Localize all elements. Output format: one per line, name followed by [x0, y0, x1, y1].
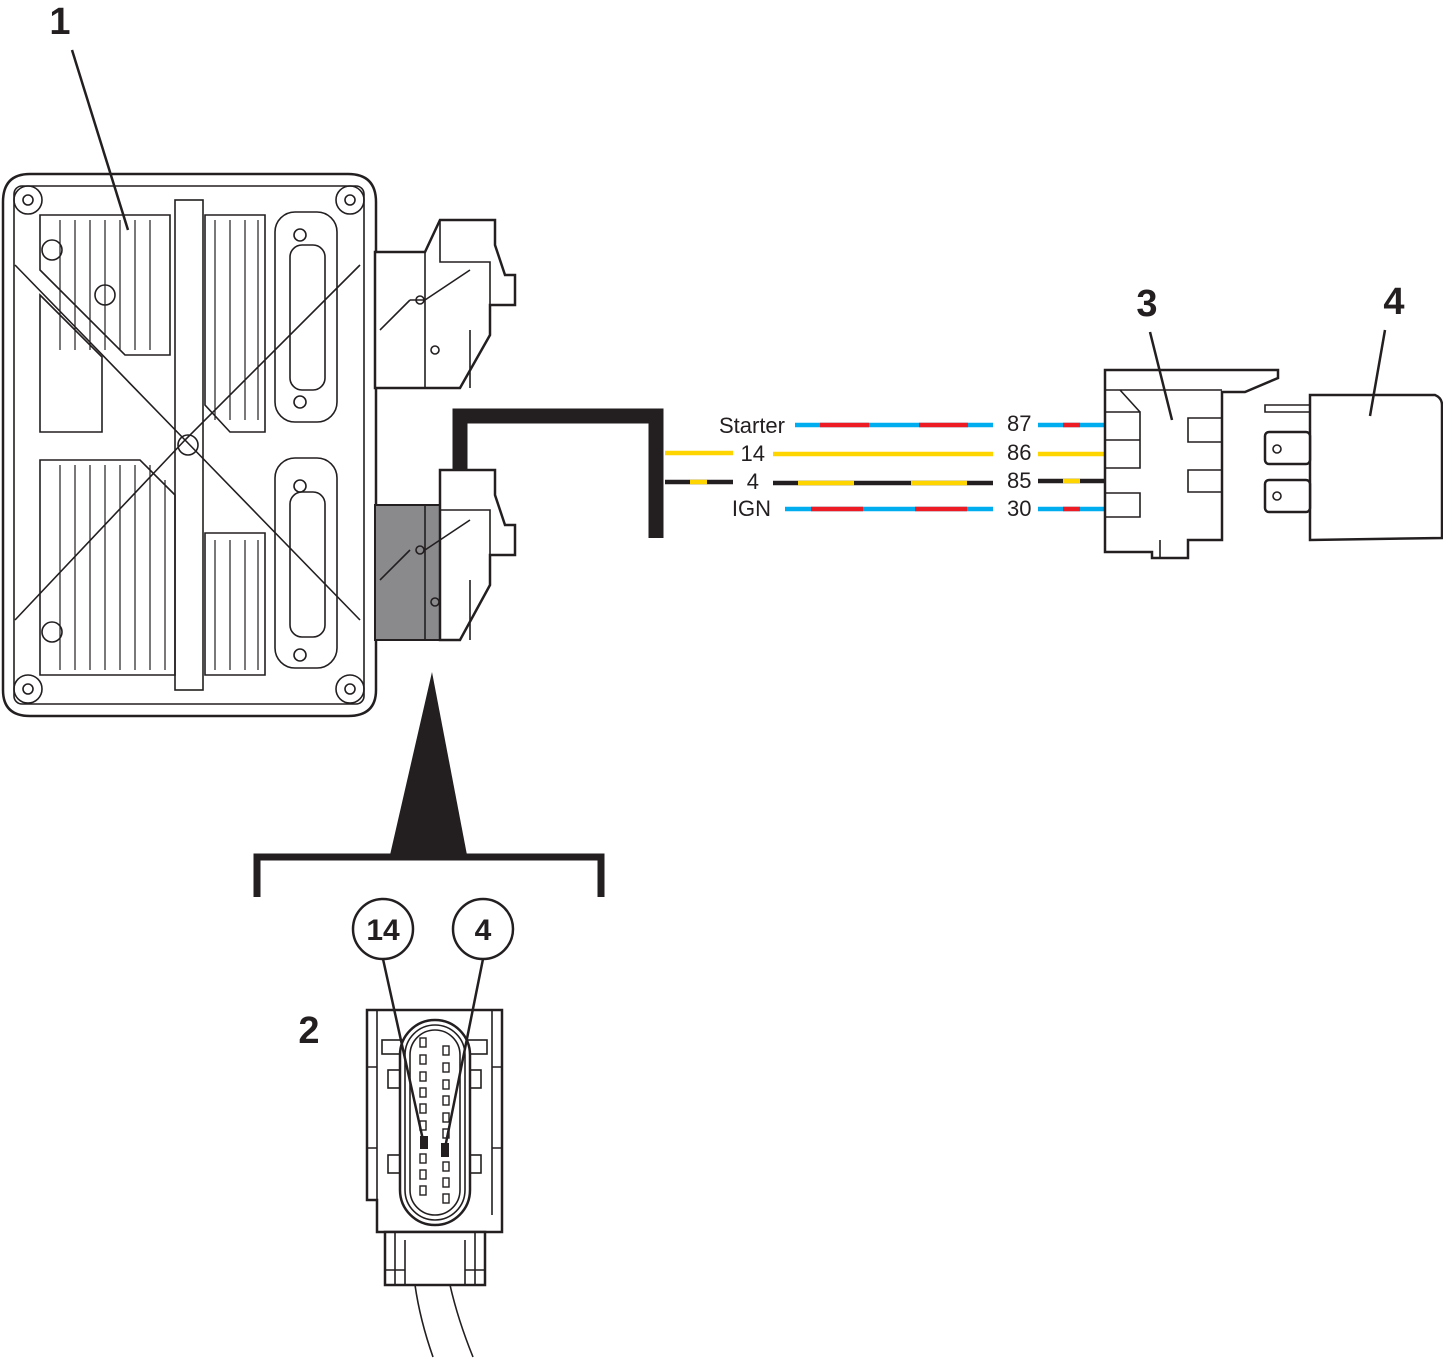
- wires: [665, 422, 1105, 512]
- label-30: 30: [1007, 496, 1031, 521]
- label-ign: IGN: [732, 496, 771, 521]
- ecu-module: [1, 172, 378, 718]
- connector-cable: [414, 1284, 474, 1358]
- label-14: 14: [741, 441, 765, 466]
- detail-pointer-arrow: [390, 672, 467, 855]
- harness-trunk: [452, 408, 664, 538]
- connector-detail: [365, 1008, 504, 1358]
- callout-4: 4: [1383, 281, 1404, 323]
- leader-3: [1148, 331, 1174, 421]
- pin-4: [441, 1143, 449, 1157]
- ecu-connector-upper: [373, 218, 517, 390]
- label-4: 4: [747, 469, 759, 494]
- label-starter: Starter: [719, 413, 785, 438]
- ecu-connector-lower-highlighted: [374, 468, 517, 642]
- pin-4-label: 4: [475, 914, 492, 947]
- label-86: 86: [1007, 440, 1031, 465]
- relay-socket: [1103, 368, 1280, 560]
- leader-4: [1368, 329, 1387, 417]
- leader-pin-4: [443, 958, 485, 1149]
- relay: [1263, 393, 1443, 542]
- wire-labels: Starter 14 4 IGN 87 86 85 30: [719, 411, 1032, 521]
- callout-1: 1: [49, 1, 70, 43]
- leader-1: [70, 49, 130, 231]
- label-85: 85: [1007, 468, 1031, 493]
- callout-3: 3: [1136, 283, 1157, 325]
- detail-bracket: [253, 853, 605, 897]
- leader-pin-14: [381, 958, 425, 1141]
- label-87: 87: [1007, 411, 1031, 436]
- callout-2: 2: [298, 1010, 319, 1052]
- pin-14: [420, 1136, 428, 1149]
- pin-14-label: 14: [366, 914, 400, 947]
